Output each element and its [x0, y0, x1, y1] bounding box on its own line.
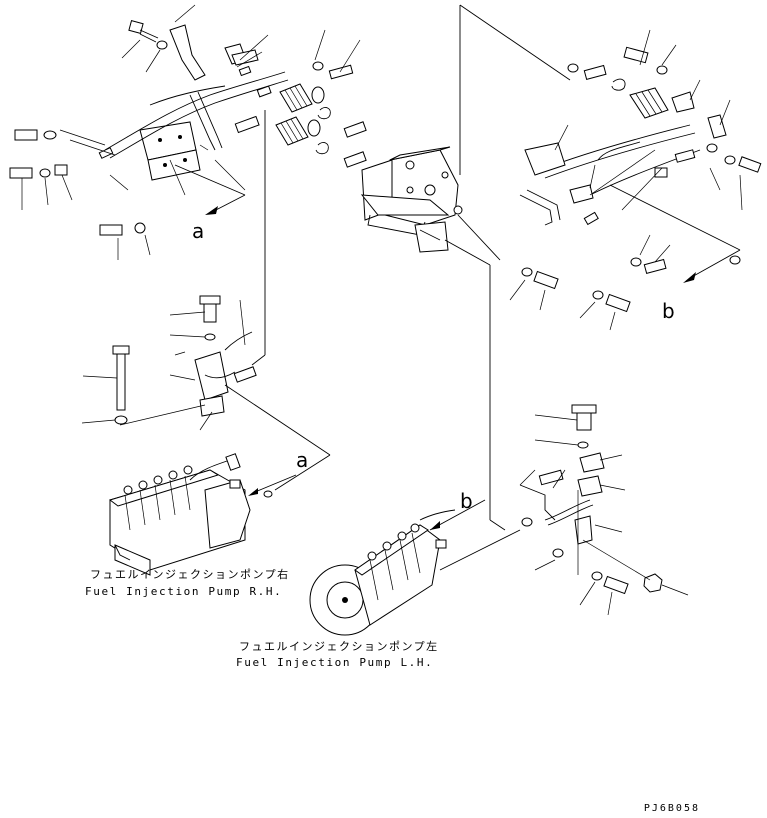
end-bracket	[707, 114, 727, 139]
bolt	[99, 224, 123, 236]
cable-1	[104, 71, 286, 151]
bolt	[128, 20, 159, 43]
left-cable-assembly: a	[9, 4, 367, 366]
washer	[43, 130, 57, 140]
bottom-right-bracket-assembly	[519, 404, 689, 616]
pump-lh-label-en: Fuel Injection Pump L.H.	[236, 656, 433, 669]
drawing-code: PJ6B058	[644, 803, 700, 814]
center-valve-block	[360, 146, 463, 253]
fuel-injection-pump-lh: b	[309, 489, 521, 636]
long-bolt	[116, 349, 126, 411]
rubber-boot	[279, 83, 325, 113]
top-bracket	[169, 24, 206, 81]
ref-label-b-pump: b	[460, 489, 473, 513]
pump-lh-label-jp: フュエルインジェクションポンプ左	[239, 640, 439, 653]
rubber-boot	[275, 116, 321, 146]
threaded-fitting	[234, 115, 260, 134]
ref-label-a-top: a	[192, 219, 204, 243]
washer	[156, 40, 168, 50]
bolt	[14, 129, 38, 141]
leader-line	[459, 4, 571, 81]
fuel-injection-pump-rh: a	[108, 448, 308, 576]
ref-label-a-pump: a	[296, 448, 308, 472]
mid-left-bracket-assembly	[81, 295, 331, 491]
ref-label-b-top: b	[662, 299, 675, 323]
rubber-boot	[629, 87, 669, 119]
pump-rh-label-jp: フュエルインジェクションポンプ右	[90, 567, 290, 581]
bracket-plate-lower	[147, 149, 201, 181]
right-cable-assembly: b	[509, 29, 762, 331]
pump-rh-label-en: Fuel Injection Pump R.H.	[85, 585, 282, 598]
